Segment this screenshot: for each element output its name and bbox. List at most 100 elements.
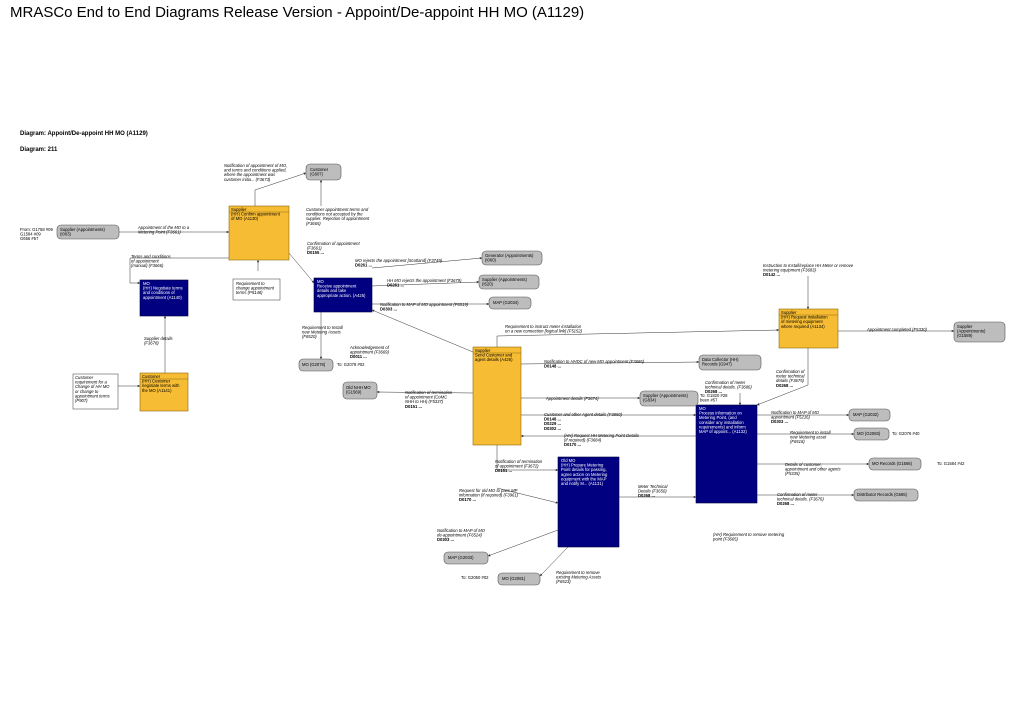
text-line: From: G1758 #09 xyxy=(20,227,53,232)
text-line: metering equipment (F3683) xyxy=(763,268,816,273)
external-mo-records: MO Records (G1566) xyxy=(868,457,922,471)
text-line: To: G1584 #42 xyxy=(937,461,965,466)
text-line: appointment and other agents xyxy=(785,467,842,472)
text-line: Confirmation of meter xyxy=(705,380,746,385)
target-code: To: G2050 #02 xyxy=(461,575,489,580)
text-line: details and take xyxy=(317,288,347,293)
text-line: Confirmation of xyxy=(776,369,805,374)
text-line: of appointment (CoMC xyxy=(405,395,448,400)
text-line: Supplier xyxy=(957,324,973,329)
external-text: Data Collector (HH)Records (G947) xyxy=(702,357,739,367)
text-line: (P907) xyxy=(75,398,88,403)
external-generator-appointments: Generator (Appointments)(I060) xyxy=(481,250,543,266)
external-text: MO Records (G1566) xyxy=(872,461,913,466)
flow-label: Notification to MAP of MO appointment (F… xyxy=(380,302,469,312)
text-line: of appointment xyxy=(131,259,160,264)
text-line: Terms and conditions xyxy=(131,254,172,259)
text-line: appointment (F5216) xyxy=(771,415,810,420)
text-line: details (F3675) xyxy=(776,378,805,383)
text-line: Appointment of the MO to a xyxy=(137,225,190,230)
text-line: Details of customer, xyxy=(785,462,822,467)
text-line: Requirement to xyxy=(236,281,265,286)
text-line: and conditions of xyxy=(143,290,175,295)
text-line: (HH) Request HH Metering Point Details xyxy=(564,433,640,438)
text-line: and terms and conditions applied, xyxy=(224,168,287,173)
text-line: Old MO xyxy=(561,458,576,463)
external-text: Supplier(Appointments)(G1589) xyxy=(957,324,986,338)
text-line: G656 #57 xyxy=(20,236,39,241)
flow-label: Notification of appointment of MO,and te… xyxy=(224,163,287,182)
text-line: HH MO rejects the appointment (F3679) xyxy=(387,278,462,283)
text-line: To: G2078 #02 xyxy=(337,362,365,367)
text-line: D0170 ... xyxy=(564,442,581,447)
text-line: Notification to MAP of MO appointment (F… xyxy=(380,302,469,307)
text-line: Notification to HHDC of new MO appointme… xyxy=(544,359,645,364)
text-line: Requirement to remove xyxy=(556,570,600,575)
text-line: (I520) xyxy=(482,282,494,287)
text-line: terms (P5148) xyxy=(236,290,263,295)
flow-line xyxy=(487,529,559,557)
text-line: D0229 ... xyxy=(544,421,561,426)
external-text: MAP (G2034) xyxy=(493,300,519,305)
external-mo-g2083: MO (G2083) xyxy=(853,427,890,441)
text-line: MAP (G2033) xyxy=(448,555,474,560)
diagram-number: Diagram: 211 xyxy=(20,147,58,153)
text-line: (HH) Negotiate terms xyxy=(143,286,183,291)
flow-label: Appointment details (F3674) xyxy=(545,396,599,401)
text-line: Metering Point (F3661) xyxy=(138,230,181,235)
external-text: MO (G2078) xyxy=(302,362,326,367)
text-line: the MO (A1141) xyxy=(142,388,172,393)
external-text: Old NHH MO(G1569) xyxy=(346,385,371,395)
external-supplier-appointments-i003: Supplier (Appointments)(I003) xyxy=(56,224,120,240)
text-line: To: G2050 #02 xyxy=(461,575,489,580)
text-line: D0151 ... xyxy=(405,404,422,409)
text-line: Supplier xyxy=(231,207,247,212)
text-line: requirements) and inform xyxy=(699,424,746,429)
flow-line xyxy=(371,280,480,287)
text-line: Notification of appointment of MO, xyxy=(224,163,287,168)
text-line: information (if required) (F3961) xyxy=(459,493,519,498)
flow-label: Supplier details(F3678) xyxy=(144,336,174,346)
flow-line xyxy=(520,360,700,365)
text-line: Notification of termination xyxy=(495,459,543,464)
text-line: (G1589) xyxy=(957,333,973,338)
text-line: of MO (A1130) xyxy=(231,216,259,221)
target-code: To: G2078 #02 xyxy=(337,362,365,367)
text-line: Old NHH MO xyxy=(346,385,371,390)
text-line: Appointment details (F3674) xyxy=(545,396,599,401)
text-line: Supplier (Appointments) xyxy=(643,393,689,398)
text-line: MO (G2081) xyxy=(502,576,526,581)
text-line: (I003) xyxy=(60,232,72,237)
flow-label: Requirement to instruct meter installati… xyxy=(505,324,583,334)
external-supplier-appointments-g834: Supplier (Appointments)(G834) xyxy=(639,390,699,407)
external-text: MO (G2081) xyxy=(502,576,526,581)
text-line: Change of HH MO xyxy=(75,384,110,389)
text-line: of metering equipment xyxy=(781,319,824,324)
text-line: where the appointment was xyxy=(224,172,276,177)
text-line: To: G1820 #28 xyxy=(700,393,728,398)
external-map-g2033: MAP (G2033) xyxy=(443,551,489,565)
text-line: D0011 ... xyxy=(350,354,367,359)
text-line: (G607) xyxy=(310,172,324,177)
text-line: Process information on xyxy=(699,411,742,416)
text-line: (if required) (F3684) xyxy=(564,438,602,443)
external-text: MO (G2083) xyxy=(857,431,881,436)
text-line: D0268 ... xyxy=(776,383,793,388)
